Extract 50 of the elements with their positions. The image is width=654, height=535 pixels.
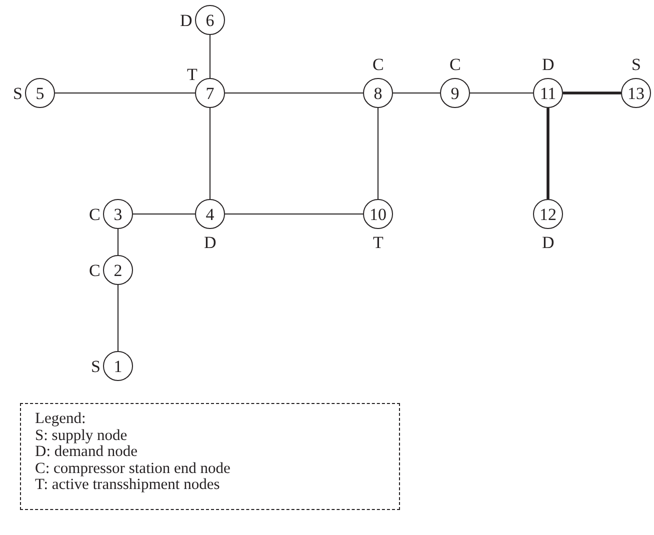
node-circle <box>533 78 563 108</box>
legend-entry: D: demand node <box>35 444 138 461</box>
node-number: 9 <box>450 84 460 102</box>
legend-entry: T: active transshipment nodes <box>35 477 220 494</box>
legend-entry: C: compressor station end node <box>35 460 230 478</box>
connector-line <box>563 92 621 94</box>
connector-line <box>224 92 364 94</box>
node-number: 10 <box>370 206 386 222</box>
node-number: 3 <box>114 206 122 222</box>
node-circle <box>363 199 393 229</box>
node-circle <box>195 199 225 229</box>
node-type-letter: T <box>187 66 198 83</box>
node-type-letter: D <box>204 234 216 251</box>
node-circle <box>103 351 133 381</box>
node-number: 6 <box>206 12 214 28</box>
connector-line <box>470 92 534 94</box>
node-number: 7 <box>206 84 214 102</box>
node-number: 13 <box>628 84 644 102</box>
node-circle <box>25 78 55 108</box>
node-type-letter: S <box>13 84 22 102</box>
node-number: 12 <box>540 206 556 222</box>
node-circle <box>103 199 133 229</box>
node-number: 4 <box>206 206 214 222</box>
node-circle <box>195 5 225 35</box>
node-number: 11 <box>540 84 556 102</box>
node-circle <box>195 78 225 108</box>
node-type-letter: T <box>373 234 384 251</box>
node-type-letter: D <box>542 234 554 251</box>
legend-heading: Legend: <box>35 411 86 428</box>
node-type-letter: S <box>632 56 641 73</box>
node-circle <box>363 78 393 108</box>
connector-line <box>392 92 440 94</box>
node-circle <box>103 255 133 285</box>
node-type-letter: S <box>91 358 100 374</box>
connector-line <box>546 108 550 199</box>
node-type-letter: C <box>89 206 100 222</box>
node-number: 8 <box>374 84 382 102</box>
node-number: 1 <box>114 358 122 374</box>
node-number: 5 <box>36 84 44 102</box>
node-type-letter: D <box>542 56 554 73</box>
node-type-letter: C <box>89 262 100 278</box>
connector-line <box>54 92 196 94</box>
node-circle <box>440 78 470 108</box>
node-circle <box>621 78 651 108</box>
node-number: 2 <box>114 262 122 278</box>
node-type-letter: C <box>372 56 384 73</box>
node-type-letter: C <box>450 56 461 73</box>
legend-entry: S: supply node <box>35 428 128 444</box>
node-type-letter: D <box>180 12 192 28</box>
node-circle <box>533 199 563 229</box>
